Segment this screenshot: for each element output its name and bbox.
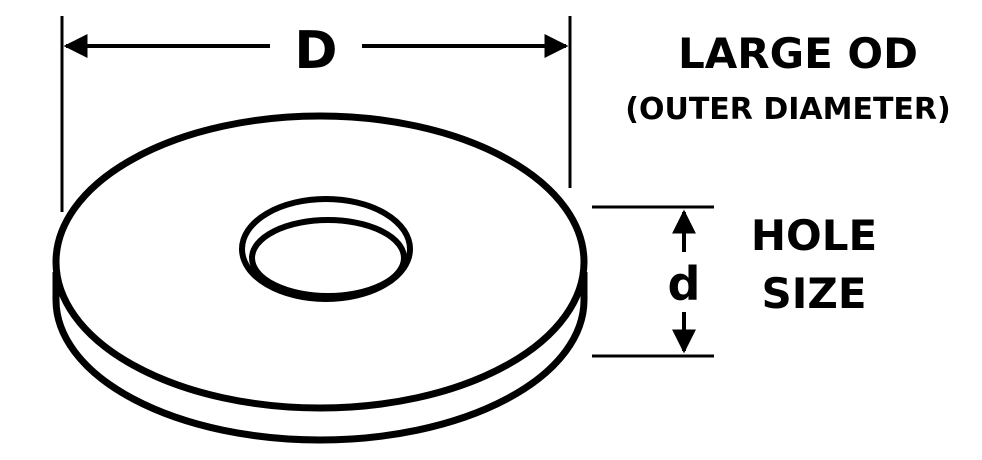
hole-inner-wall bbox=[249, 217, 407, 299]
hole-size-line1: HOLE bbox=[751, 211, 877, 260]
large-od-title: LARGE OD bbox=[678, 29, 918, 78]
annotations: LARGE OD (OUTER DIAMETER) HOLE SIZE bbox=[625, 29, 950, 318]
hole-size-line2: SIZE bbox=[761, 269, 866, 318]
large-od-subtitle: (OUTER DIAMETER) bbox=[625, 92, 950, 127]
hole-dimension: d bbox=[592, 205, 714, 358]
washer-body bbox=[52, 112, 588, 444]
hole-label: d bbox=[668, 257, 701, 311]
outer-diameter-dimension: D bbox=[60, 16, 572, 212]
od-label: D bbox=[294, 21, 337, 81]
